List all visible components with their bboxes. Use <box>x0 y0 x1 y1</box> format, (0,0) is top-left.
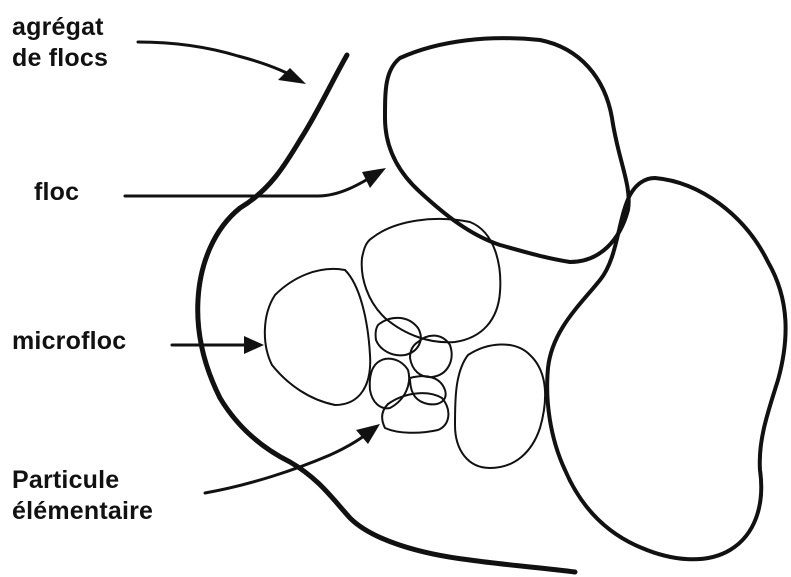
microfloc-arrow-head <box>244 336 264 354</box>
particle-3 <box>370 359 409 409</box>
floc-right <box>547 178 785 559</box>
particle-label-line-2: élémentaire <box>12 496 153 527</box>
aggregate-arrow-line <box>138 42 300 80</box>
floc-label: floc <box>34 177 79 208</box>
aggregate-label-line-1: agrégat <box>12 12 108 43</box>
particle-label-line-1: Particule <box>12 465 153 496</box>
particle-label: Particule élémentaire <box>12 465 153 527</box>
microfloc-left <box>265 269 370 405</box>
floc-arrow-head <box>362 168 386 188</box>
particle-arrow-head <box>356 424 380 444</box>
microfloc-label: microfloc <box>12 326 126 357</box>
particle-4 <box>410 376 446 404</box>
floc-arrow-line <box>125 172 380 196</box>
microfloc-right <box>455 344 545 468</box>
particle-5 <box>382 393 448 433</box>
aggregate-label: agrégat de flocs <box>12 12 108 74</box>
aggregate-label-line-2: de flocs <box>12 43 108 74</box>
floc-top <box>385 38 629 262</box>
